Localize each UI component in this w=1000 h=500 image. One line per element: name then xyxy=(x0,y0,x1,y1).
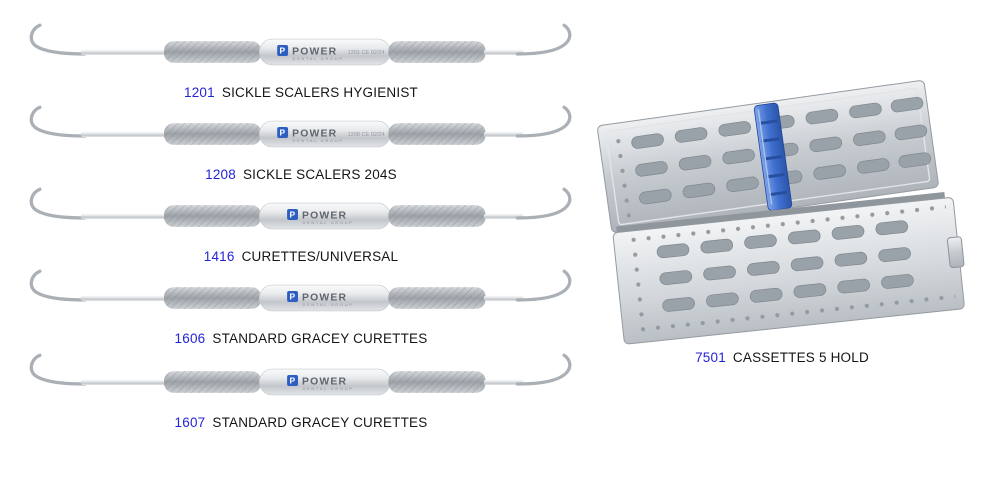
latch xyxy=(946,236,965,269)
brand-subtitle: DENTAL GROUP xyxy=(293,56,344,61)
instrument-image: P POWER DENTAL GROUP xyxy=(29,187,572,230)
brand-logo-letter: P xyxy=(289,210,295,220)
product-label: 1416 CURETTES/UNIVERSAL xyxy=(18,249,584,264)
product-row: P POWER DENTAL GROUP 1208 CE 02/24 1208 S… xyxy=(18,102,584,182)
product-code: 1606 xyxy=(174,331,206,346)
handle-mark: 1201 CE 02/24 xyxy=(348,50,385,56)
scaler-tip-left xyxy=(29,187,87,220)
product-name: STANDARD GRACEY CURETTES xyxy=(212,331,428,346)
instrument-image: P POWER DENTAL GROUP 1208 CE 02/24 xyxy=(29,105,572,148)
product-name: SICKLE SCALERS 204S xyxy=(242,167,397,182)
handle-mark: 1208 CE 02/24 xyxy=(348,132,385,138)
scaler-tip-right xyxy=(515,187,572,220)
brand-logo-letter: P xyxy=(280,128,286,138)
scaler-tip-left xyxy=(29,23,87,56)
knurled-grip xyxy=(163,371,262,393)
brand-subtitle: DENTAL GROUP xyxy=(302,302,353,307)
knurled-grip xyxy=(163,287,262,309)
instrument-image: P POWER DENTAL GROUP xyxy=(29,353,572,396)
product-row: P POWER DENTAL GROUP 1607 STANDARD GRACEY… xyxy=(18,350,584,430)
cassette-base xyxy=(612,192,965,345)
product-code: 1208 xyxy=(205,167,236,182)
scaler-tip-right xyxy=(515,353,572,386)
product-label: 1208 SICKLE SCALERS 204S xyxy=(18,167,584,182)
product-row: P POWER DENTAL GROUP 1606 STANDARD GRACEY… xyxy=(18,266,584,346)
brand-name: POWER xyxy=(302,292,347,303)
brand-name: POWER xyxy=(302,376,347,387)
product-row: P POWER DENTAL GROUP 1416 CURETTES/UNIVER… xyxy=(18,184,584,264)
brand-logo-icon xyxy=(287,375,299,386)
brand-name: POWER xyxy=(302,210,347,221)
cassette-section: 7501 CASSETTES 5 HOLD xyxy=(572,80,992,365)
knurled-grip xyxy=(388,205,486,227)
scaler-tip-left xyxy=(29,269,87,302)
product-label: 1606 STANDARD GRACEY CURETTES xyxy=(18,331,584,346)
instrument-image: P POWER DENTAL GROUP xyxy=(29,269,572,312)
brand-logo-letter: P xyxy=(289,292,295,302)
product-label: 7501 CASSETTES 5 HOLD xyxy=(572,350,992,365)
product-label: 1607 STANDARD GRACEY CURETTES xyxy=(18,415,584,430)
brand-subtitle: DENTAL GROUP xyxy=(293,138,344,143)
brand-logo-icon xyxy=(287,209,299,220)
scaler-tip-left xyxy=(29,105,87,138)
brand-logo-icon xyxy=(277,45,289,56)
brand-name: POWER xyxy=(292,128,337,139)
product-row: P POWER DENTAL GROUP 1201 CE 02/24 1201 S… xyxy=(18,20,584,100)
instrument-image: P POWER DENTAL GROUP 1201 CE 02/24 xyxy=(29,23,572,66)
knurled-grip xyxy=(388,287,486,309)
product-name: SICKLE SCALERS HYGIENIST xyxy=(221,85,418,100)
knurled-grip xyxy=(163,205,262,227)
brand-name: POWER xyxy=(292,46,337,57)
knurled-grip xyxy=(388,371,486,393)
scaler-tip-right xyxy=(515,269,572,302)
knurled-grip xyxy=(163,123,262,145)
brand-subtitle: DENTAL GROUP xyxy=(302,386,353,391)
brand-logo-letter: P xyxy=(280,46,286,56)
product-name: CURETTES/UNIVERSAL xyxy=(241,249,399,264)
scaler-tip-right xyxy=(515,105,572,138)
knurled-grip xyxy=(388,123,486,145)
brand-subtitle: DENTAL GROUP xyxy=(302,220,353,225)
cassette-lid xyxy=(597,80,939,233)
product-code: 1607 xyxy=(174,415,206,430)
knurled-grip xyxy=(163,41,262,63)
product-code: 1201 xyxy=(184,85,215,100)
brand-logo-letter: P xyxy=(289,376,295,386)
brand-logo-icon xyxy=(277,127,289,138)
product-label: 1201 SICKLE SCALERS HYGIENIST xyxy=(18,85,584,100)
scaler-tip-right xyxy=(515,23,572,56)
cassette-image xyxy=(597,80,965,345)
product-name: STANDARD GRACEY CURETTES xyxy=(212,415,428,430)
product-code: 1416 xyxy=(203,249,235,264)
product-code: 7501 xyxy=(695,350,726,365)
knurled-grip xyxy=(388,41,486,63)
brand-logo-icon xyxy=(287,291,299,302)
scaler-tip-left xyxy=(29,353,87,386)
hinge xyxy=(616,192,946,234)
product-name: CASSETTES 5 HOLD xyxy=(732,350,869,365)
